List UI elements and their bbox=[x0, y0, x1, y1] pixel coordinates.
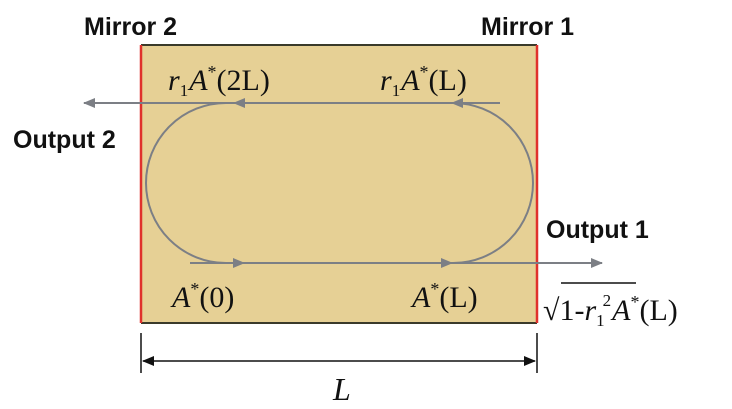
transmitted-field-label: √1-r12A*(L) bbox=[543, 291, 678, 330]
field-label-top-left: r1A*(2L) bbox=[168, 62, 270, 100]
field-label-bottom-right: A*(L) bbox=[410, 279, 478, 314]
cavity-region bbox=[141, 45, 537, 323]
length-label: L bbox=[332, 371, 351, 407]
field-label-top-right: r1A*(L) bbox=[380, 62, 467, 100]
output-1-label: Output 1 bbox=[546, 216, 649, 244]
field-label-bottom-left: A*(0) bbox=[170, 279, 234, 314]
mirror-2-label: Mirror 2 bbox=[84, 13, 177, 41]
output-2-label: Output 2 bbox=[13, 126, 116, 154]
mirror-1-label: Mirror 1 bbox=[481, 13, 574, 41]
